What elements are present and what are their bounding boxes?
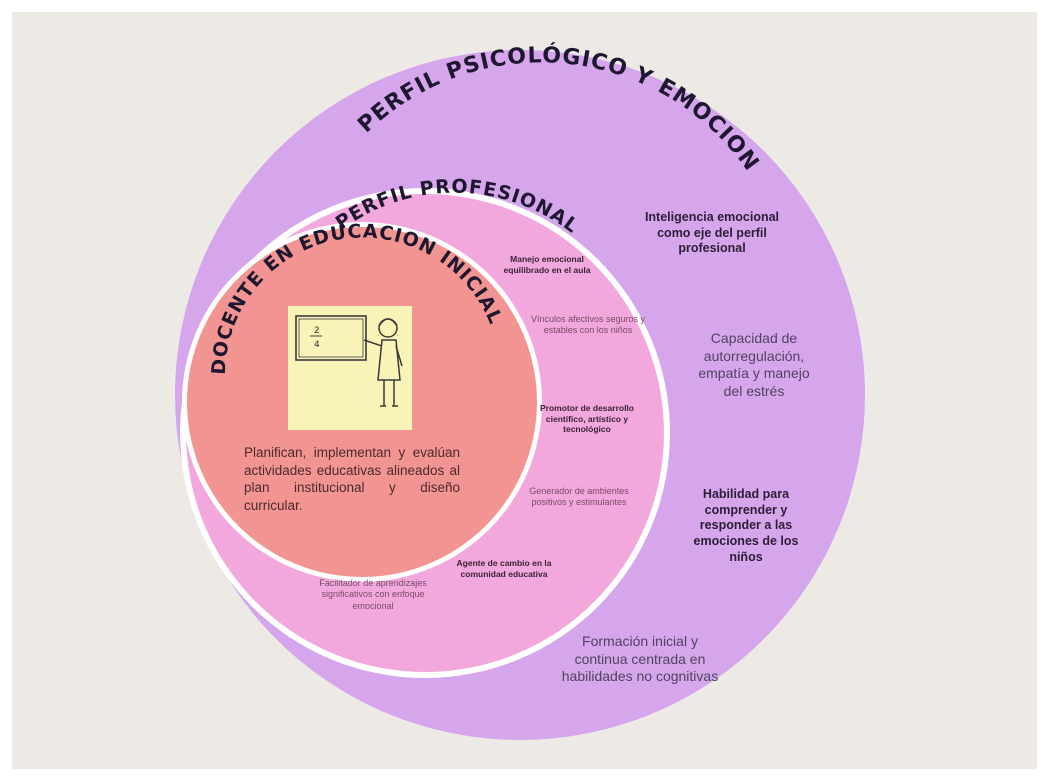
middle-item-manejo-emocional: Manejo emocional equilibrado en el aula <box>503 254 591 275</box>
middle-item-facilitador: Facilitador de aprendizajes significativ… <box>319 578 427 611</box>
outer-item-autorregulacion: Capacidad de autorregulación, empatía y … <box>698 330 810 399</box>
middle-item-promotor-desarrollo: Promotor de desarrollo científico, artís… <box>540 403 634 435</box>
outer-item-habilidad-comprender: Habilidad para comprender y responder a … <box>693 487 799 564</box>
teacher-illustration: 2 4 <box>288 306 412 430</box>
blackboard-icon: 2 4 <box>295 315 367 361</box>
outer-item-inteligencia-emocional: Inteligencia emocional como eje del perf… <box>644 210 780 256</box>
center-description: Planifican, implementan y evalúan activi… <box>244 445 460 513</box>
middle-item-generador-ambientes: Generador de ambientes positivos y estim… <box>529 486 629 508</box>
board-denominator: 4 <box>314 340 320 350</box>
teacher-figure-icon <box>363 318 403 407</box>
outer-item-formacion: Formación inicial y continua centrada en… <box>561 633 719 684</box>
illustration-background <box>288 306 412 430</box>
board-numerator: 2 <box>314 326 320 336</box>
middle-item-agente-cambio: Agente de cambio en la comunidad educati… <box>456 558 552 579</box>
middle-item-vinculos-afectivos: Vínculos afectivos seguros y estables co… <box>530 314 646 336</box>
